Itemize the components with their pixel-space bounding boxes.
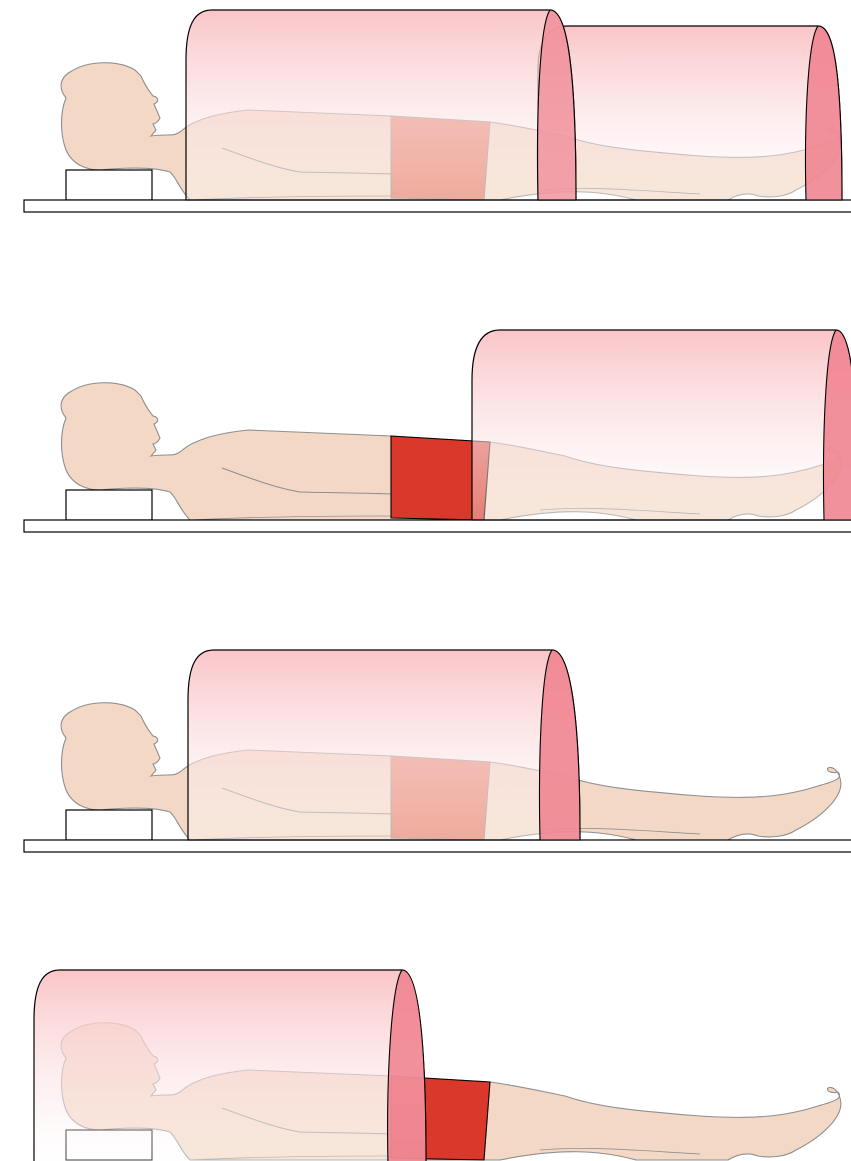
panel-3-scan-position bbox=[24, 650, 851, 852]
gantry-ring bbox=[472, 330, 851, 520]
patient-table bbox=[24, 520, 851, 532]
panel-2-scan-position bbox=[24, 330, 851, 532]
gantry-ring bbox=[188, 650, 580, 840]
patient-table bbox=[24, 840, 851, 852]
patient-table bbox=[24, 200, 851, 212]
gantry-rim-far bbox=[806, 26, 843, 200]
gantry-ring bbox=[34, 970, 426, 1161]
gantry-rim bbox=[540, 650, 581, 840]
gantry-ring-far bbox=[538, 26, 842, 200]
panel-4-scan-position bbox=[34, 970, 841, 1161]
gantry-ring-near bbox=[186, 10, 576, 200]
panel-1-scan-position bbox=[24, 10, 851, 212]
